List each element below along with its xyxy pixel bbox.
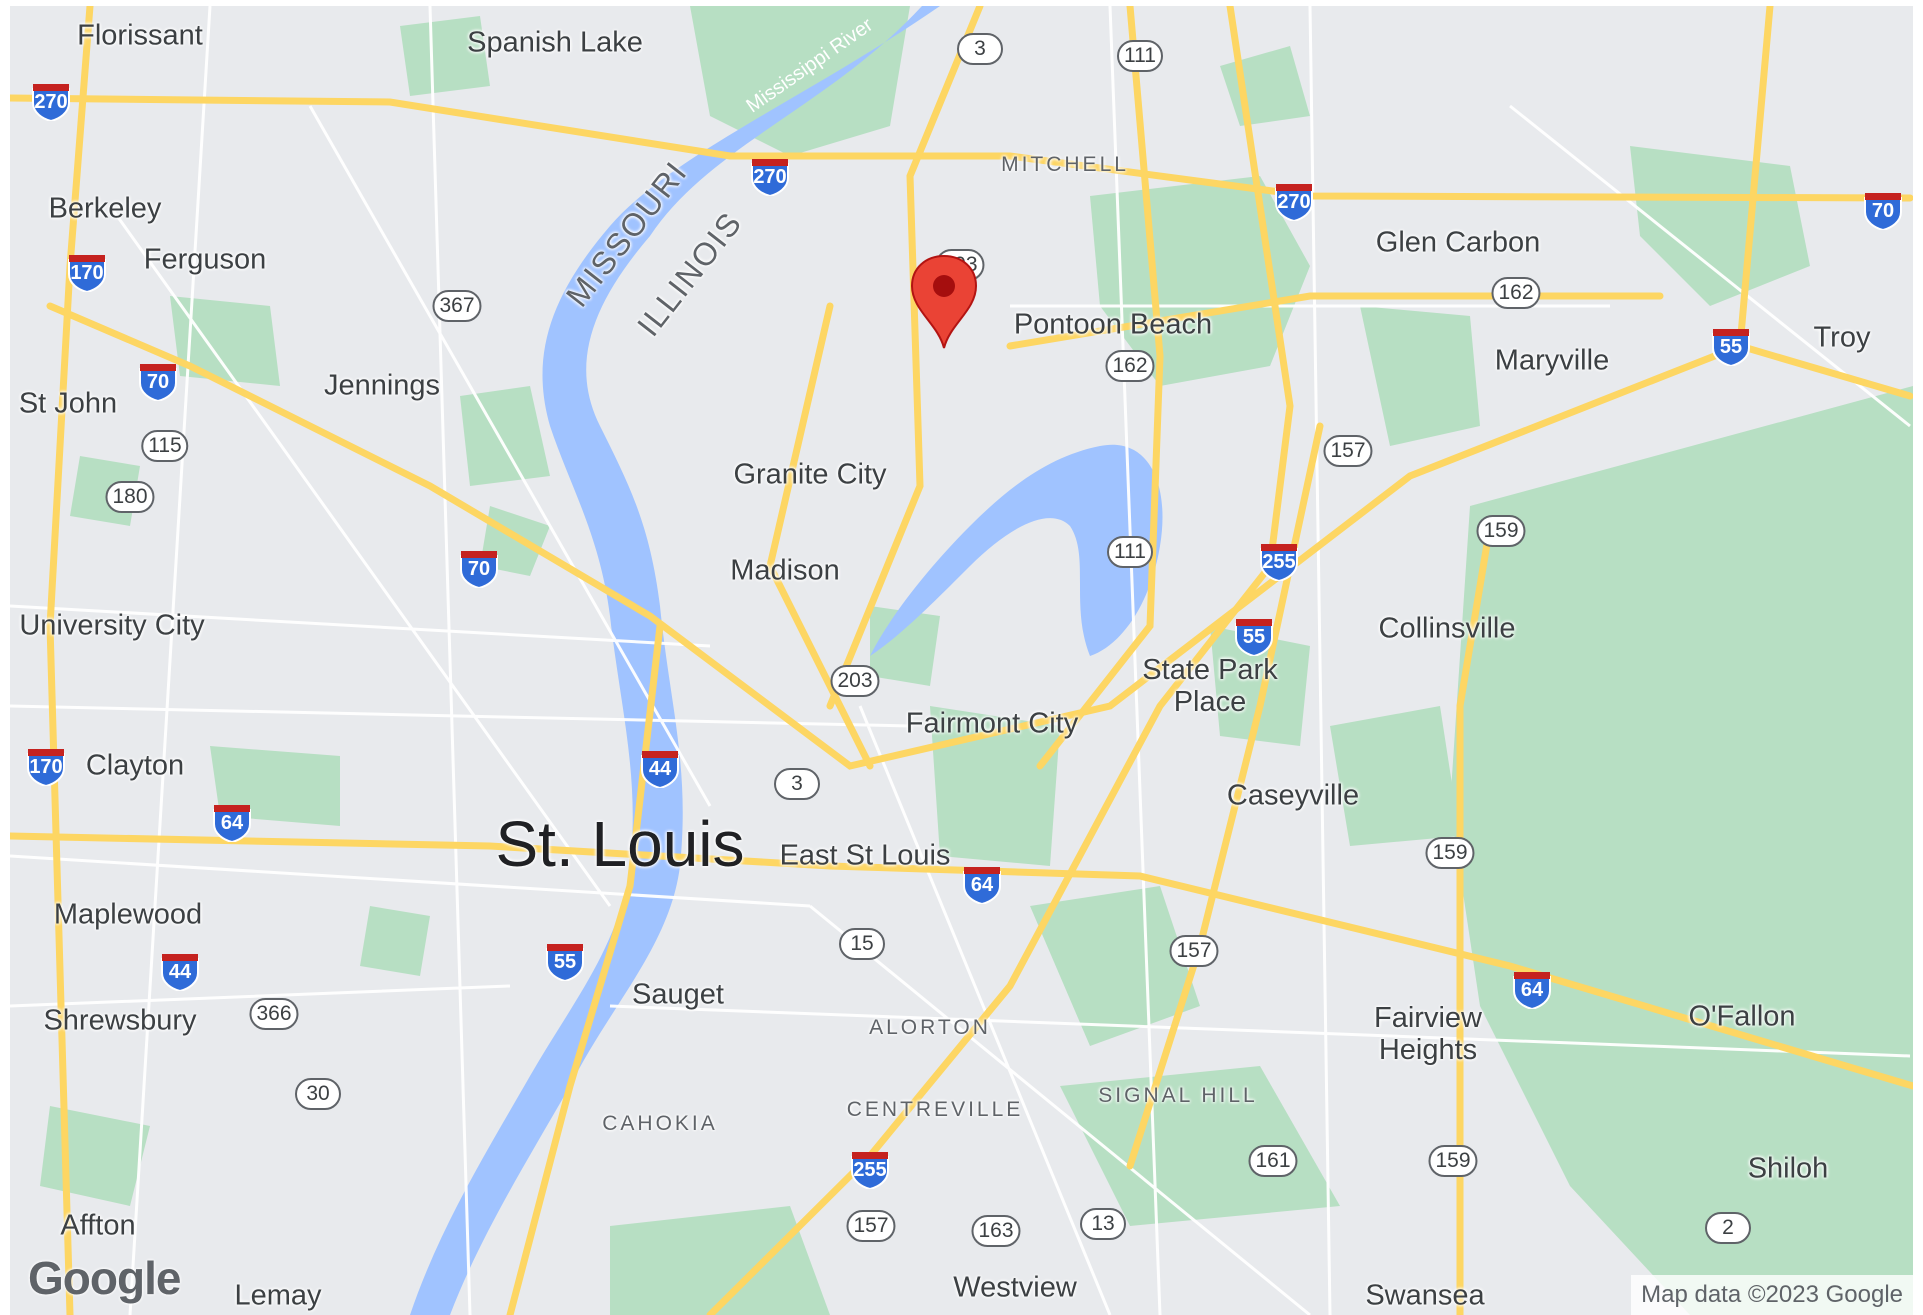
place-label-affton: Affton [60, 1209, 136, 1242]
route-shield-icon: 15 [839, 928, 885, 960]
place-label-cahokia: CAHOKIA [602, 1112, 718, 1135]
place-label-shiloh: Shiloh [1747, 1152, 1829, 1185]
route-shield-icon: 162 [1105, 350, 1155, 382]
place-label-state-park-place: State Park Place [1142, 654, 1278, 718]
route-shield-icon: 157 [846, 1210, 896, 1242]
interstate-shield-icon: 55 [543, 941, 587, 981]
interstate-shield-icon: 64 [210, 802, 254, 842]
route-shield-icon: 3 [774, 768, 820, 800]
map-pin-icon[interactable] [908, 254, 980, 350]
route-shield-icon: 115 [141, 430, 189, 462]
horseshoe-lake-path [870, 444, 1163, 656]
place-label-signal-hill: SIGNAL HILL [1098, 1084, 1258, 1107]
interstate-shield-icon: 270 [1272, 181, 1316, 221]
place-label-east-st-louis: East St Louis [779, 839, 951, 872]
place-label-centreville: CENTREVILLE [846, 1098, 1024, 1121]
place-label-maplewood: Maplewood [53, 898, 203, 931]
route-shield-icon: 111 [1117, 40, 1163, 72]
route-shield-icon: 163 [971, 1215, 1021, 1247]
place-label-westview: Westview [953, 1271, 1077, 1304]
i170-path [46, 6, 94, 1315]
route-shield-icon: 13 [1080, 1208, 1126, 1240]
place-label-spanish-lake: Spanish Lake [467, 26, 643, 59]
interstate-shield-icon: 55 [1709, 326, 1753, 366]
route-159-path [1456, 522, 1494, 1315]
place-label-university-city: University City [19, 609, 205, 642]
place-label-lemay: Lemay [234, 1279, 322, 1312]
route-shield-icon: 3 [957, 33, 1003, 65]
interstate-shield-icon: 55 [1232, 616, 1276, 656]
map-attribution[interactable]: Map data ©2023 Google [1631, 1275, 1913, 1315]
route-shield-icon: 161 [1248, 1145, 1298, 1177]
interstate-shield-icon: 64 [960, 864, 1004, 904]
interstate-shield-icon: 255 [1257, 541, 1301, 581]
interstate-shield-icon: 70 [457, 548, 501, 588]
route-shield-icon: 203 [830, 665, 880, 697]
place-label-glen-carbon: Glen Carbon [1375, 226, 1541, 259]
route-shield-icon: 159 [1425, 837, 1475, 869]
place-label-berkeley: Berkeley [48, 192, 162, 225]
google-logo: Google [28, 1252, 181, 1304]
route-shield-icon: 162 [1491, 277, 1541, 309]
route-shield-icon: 30 [295, 1078, 341, 1110]
route-shield-icon: 2 [1705, 1212, 1751, 1244]
interstate-shield-icon: 44 [158, 951, 202, 991]
route-shield-icon: 159 [1428, 1145, 1478, 1177]
map-base-layer [10, 6, 1913, 1315]
route-203-path [766, 302, 874, 770]
route-shield-icon: 366 [249, 998, 299, 1030]
place-label-caseyville: Caseyville [1226, 779, 1360, 812]
interstate-shield-icon: 170 [24, 746, 68, 786]
minor-roads [10, 6, 1911, 1315]
place-label-granite-city: Granite City [733, 458, 887, 491]
route-shield-icon: 157 [1323, 435, 1373, 467]
route-3-path [826, 6, 984, 710]
place-label-collinsville: Collinsville [1378, 612, 1516, 645]
place-label-pontoon-beach: Pontoon Beach [1013, 308, 1213, 341]
place-label-sauget: Sauget [632, 978, 724, 1011]
place-label-clayton: Clayton [85, 749, 185, 782]
place-label-troy: Troy [1813, 321, 1871, 354]
interstate-shield-icon: 255 [848, 1149, 892, 1189]
interstate-shield-icon: 44 [638, 748, 682, 788]
place-label-madison: Madison [730, 554, 840, 587]
place-label-swansea: Swansea [1365, 1279, 1485, 1312]
place-label-alorton: ALORTON [869, 1016, 991, 1039]
route-162-path [1006, 292, 1664, 350]
place-label-st-john: St John [18, 387, 118, 420]
place-label-fairmont-city: Fairmont City [905, 707, 1079, 740]
place-label-shrewsbury: Shrewsbury [43, 1004, 197, 1037]
water-bodies [410, 6, 1163, 1315]
place-label-mitchell: MITCHELL [1001, 153, 1129, 176]
park-areas [40, 6, 1913, 1315]
interstate-shield-icon: 70 [136, 361, 180, 401]
i270-path [10, 94, 1913, 202]
place-label-ofallon: O'Fallon [1688, 1000, 1796, 1033]
place-label-st-louis: St. Louis [495, 808, 745, 880]
route-shield-icon: 180 [105, 481, 155, 513]
place-label-florissant: Florissant [77, 19, 203, 52]
place-label-fairview-heights: Fairview Heights [1374, 1002, 1482, 1066]
route-shield-icon: 157 [1169, 935, 1219, 967]
route-111-path [1036, 6, 1164, 770]
interstate-shield-icon: 64 [1510, 969, 1554, 1009]
interstate-shield-icon: 70 [1861, 190, 1905, 230]
place-label-jennings: Jennings [323, 369, 441, 402]
route-shield-icon: 367 [432, 290, 482, 322]
map-canvas[interactable]: Florissant Spanish Lake Berkeley Ferguso… [10, 6, 1913, 1315]
interstate-shield-icon: 270 [748, 156, 792, 196]
interstate-shield-icon: 270 [29, 81, 73, 121]
route-shield-icon: 111 [1107, 536, 1153, 568]
route-shield-icon: 159 [1476, 515, 1526, 547]
interstate-shield-icon: 170 [65, 252, 109, 292]
place-label-ferguson: Ferguson [143, 243, 267, 276]
i70-path [46, 302, 1744, 770]
place-label-maryville: Maryville [1494, 344, 1610, 377]
